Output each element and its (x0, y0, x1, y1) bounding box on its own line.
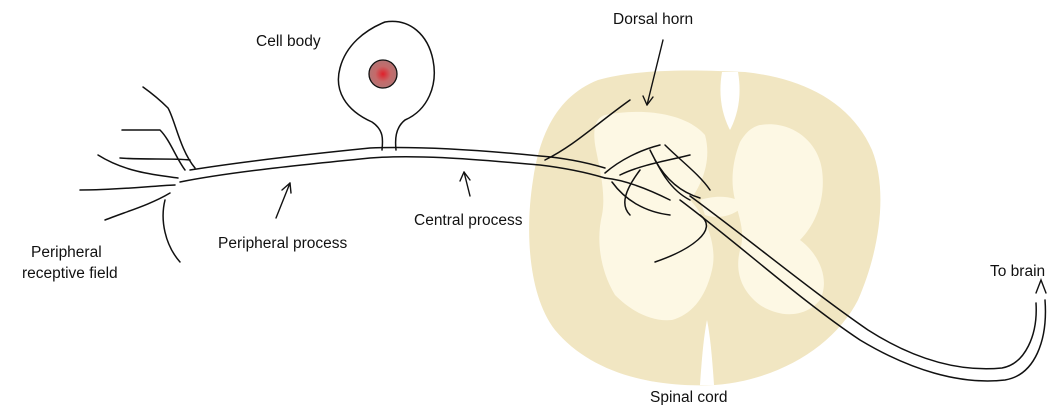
peripheral-receptive-field-endings (80, 87, 195, 262)
label-peripheral-receptive-field-line1: Peripheral (31, 244, 102, 261)
label-peripheral-receptive-field-line2: receptive field (22, 265, 118, 282)
cell-body (338, 21, 434, 150)
label-spinal-cord: Spinal cord (650, 389, 728, 405)
label-to-brain: To brain (990, 263, 1045, 280)
label-central-process: Central process (414, 212, 523, 229)
label-peripheral-process: Peripheral process (218, 235, 347, 252)
label-dorsal-horn: Dorsal horn (613, 11, 693, 28)
label-cell-body: Cell body (256, 33, 321, 50)
to-brain-arrowhead (1036, 280, 1046, 293)
nucleus (369, 60, 397, 88)
